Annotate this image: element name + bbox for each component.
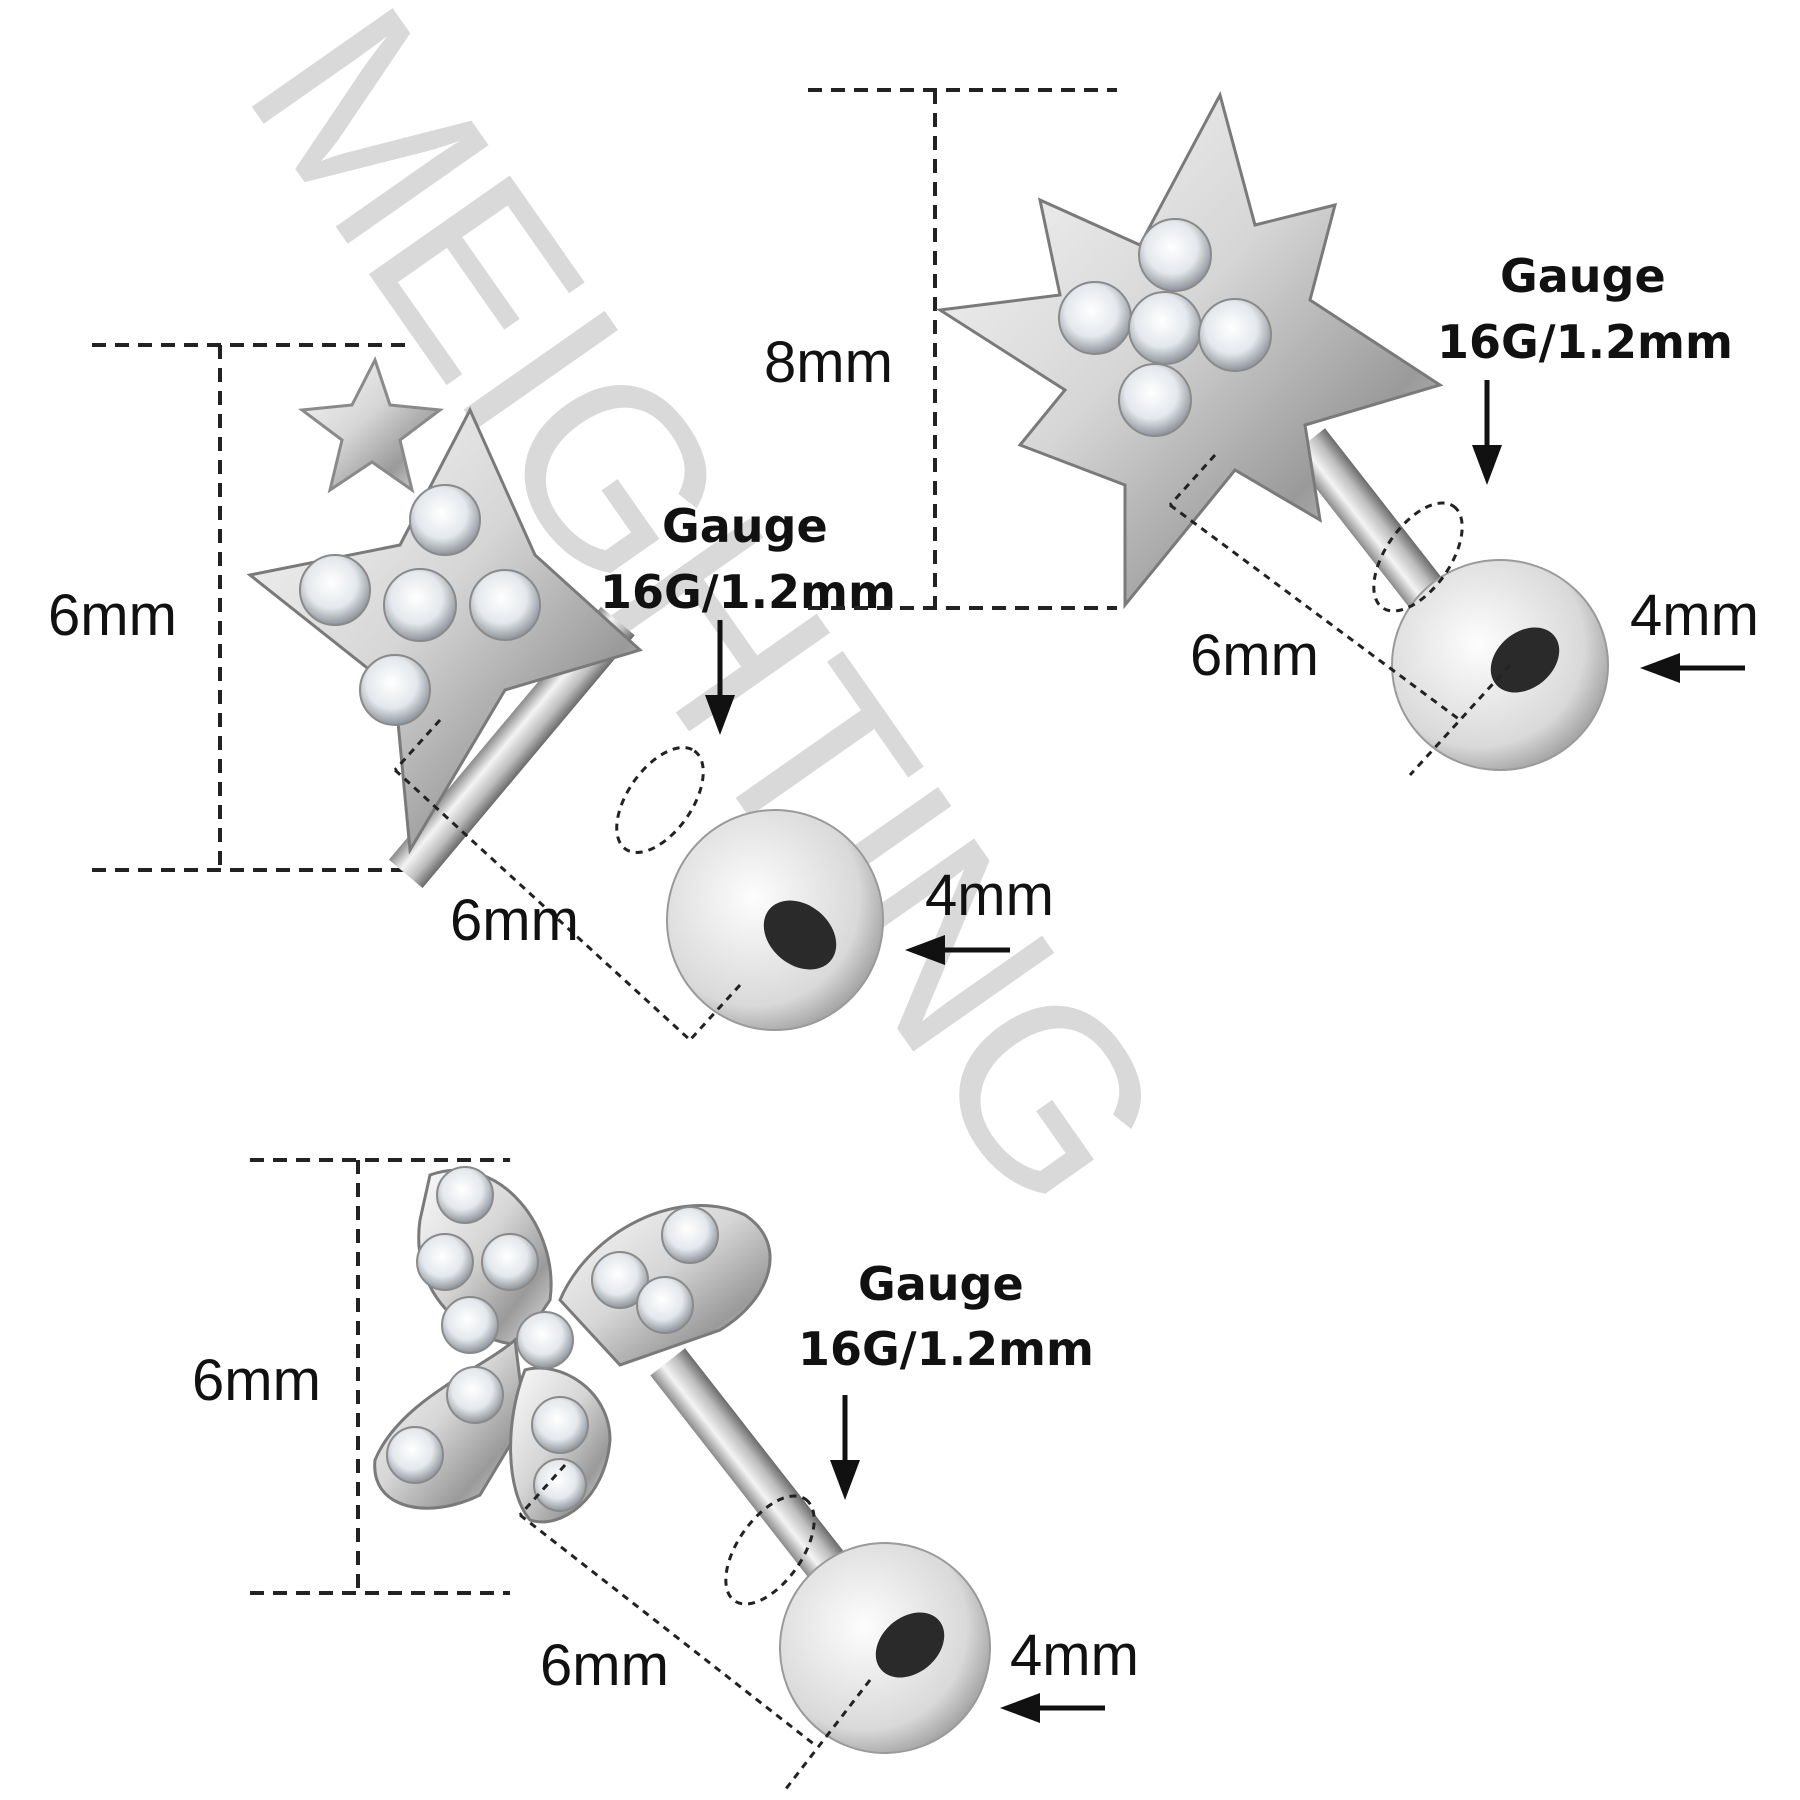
bar-length-tick-bottom <box>783 1679 872 1791</box>
gem-cluster <box>1058 218 1272 437</box>
bar-length-guide <box>519 1513 816 1747</box>
gauge-ring <box>1372 501 1464 613</box>
gem-cluster <box>299 484 541 726</box>
back-disc <box>1391 559 1609 771</box>
disc-arrow-head <box>905 935 945 965</box>
gauge-value: 16G/1.2mm <box>600 565 896 619</box>
height-label: 6mm <box>48 583 177 648</box>
item-starburst: 8mm Gauge 16G/1.2mm 6mm 4mm <box>764 88 1759 777</box>
bar-length-tick-top <box>1168 453 1217 507</box>
disc-label: 4mm <box>925 863 1054 928</box>
bar-length-label: 6mm <box>540 1633 669 1698</box>
height-label: 6mm <box>192 1348 321 1413</box>
disc-label: 4mm <box>1630 583 1759 648</box>
gauge-ring <box>615 746 705 854</box>
bar-length-label: 6mm <box>450 888 579 953</box>
gem-cluster <box>386 1166 719 1512</box>
height-label: 8mm <box>764 330 893 395</box>
gauge-title: Gauge <box>1500 249 1666 303</box>
gauge-title: Gauge <box>662 499 828 553</box>
bar-length-guide <box>1169 503 1461 722</box>
bar-length-tick-top <box>518 1463 567 1517</box>
bar-length-tick-top <box>393 718 442 772</box>
lower-left-wing <box>373 1337 527 1510</box>
labret-bar <box>388 606 635 888</box>
gauge-title: Gauge <box>858 1257 1024 1311</box>
bar-length-tick-bottom <box>1408 663 1512 777</box>
disc-label: 4mm <box>1010 1623 1139 1688</box>
back-disc <box>779 1542 991 1754</box>
disc-arrow-head <box>1000 1693 1040 1723</box>
gauge-arrow-head <box>1472 445 1502 485</box>
gauge-value: 16G/1.2mm <box>1437 315 1733 369</box>
back-disc <box>666 809 884 1031</box>
bar-length-guide <box>393 768 692 1042</box>
item-star-cluster: 6mm Gauge 16G/1.2mm 6mm <box>48 343 1054 1042</box>
gauge-ring <box>724 1494 816 1606</box>
rear-star <box>298 356 444 494</box>
gauge-arrow-head <box>705 695 735 735</box>
disc-arrow-head <box>1640 653 1680 683</box>
item-butterfly: 6mm <box>192 1158 1139 1791</box>
bar-length-label: 6mm <box>1190 623 1319 688</box>
gauge-value: 16G/1.2mm <box>798 1322 1094 1376</box>
gauge-arrow-head <box>830 1460 860 1500</box>
